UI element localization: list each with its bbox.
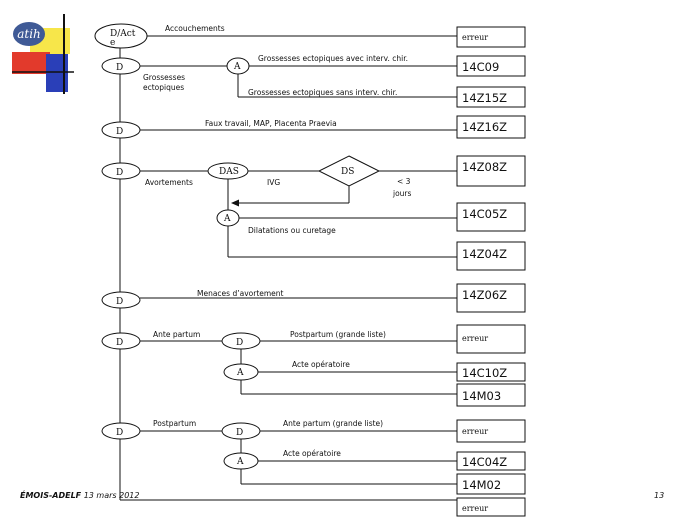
label-ge-avec: Grossesses ectopiques avec interv. chir. xyxy=(258,54,408,63)
label-acte-op-2: Acte opératoire xyxy=(283,449,341,458)
code-erreur-2: erreur xyxy=(462,334,488,343)
box-14c10z xyxy=(456,362,526,382)
box-14c04z xyxy=(456,451,526,471)
code-14c10z: 14C10Z xyxy=(462,366,507,380)
code-14c05z: 14C05Z xyxy=(462,207,507,221)
code-14m02: 14M02 xyxy=(462,478,501,492)
node-d-menaces xyxy=(101,291,141,309)
code-14c04z: 14C04Z xyxy=(462,455,507,469)
label-acte-op-1: Acte opératoire xyxy=(292,360,350,369)
label-avortements: Avortements xyxy=(145,178,193,187)
node-das-label: DAS xyxy=(219,167,239,177)
box-14z08z xyxy=(456,155,526,187)
label-lt3-1: < 3 xyxy=(397,177,411,186)
code-erreur-1: erreur xyxy=(462,33,488,42)
footer-date: 13 mars 2012 xyxy=(83,491,140,500)
box-erreur-2 xyxy=(456,324,526,354)
code-14z08z: 14Z08Z xyxy=(462,160,507,174)
label-dilatations: Dilatations ou curetage xyxy=(248,226,336,235)
box-14z16z xyxy=(456,115,526,139)
label-grossesses-1: Grossesses xyxy=(143,73,185,82)
node-d-faux-travail-label: D xyxy=(116,127,123,137)
label-grossesses-2: ectopiques xyxy=(143,83,184,92)
node-a-postpartum-label: A xyxy=(236,457,244,467)
node-d-avortements-label: D xyxy=(116,168,123,178)
box-14m03 xyxy=(456,383,526,407)
node-d-acte-label-2: e xyxy=(110,38,115,48)
node-ds-label: DS xyxy=(341,167,354,177)
label-ante-partum: Ante partum xyxy=(153,330,200,339)
code-erreur-4: erreur xyxy=(462,504,488,513)
box-14c05z xyxy=(456,202,526,232)
node-d-acte xyxy=(94,23,148,49)
node-d-ectopiques-label: D xyxy=(116,63,123,73)
node-d-ante-partum-label: D xyxy=(116,338,123,348)
node-a-avortements-label: A xyxy=(223,214,231,224)
footer-title: ÉMOIS-ADELF xyxy=(20,491,82,500)
code-14c09: 14C09 xyxy=(462,60,499,74)
box-14z15z xyxy=(456,86,526,108)
footer-left: ÉMOIS-ADELF 13 mars 2012 xyxy=(20,491,139,500)
arrow-head xyxy=(231,199,239,207)
box-erreur-4 xyxy=(456,497,526,517)
label-faux-travail: Faux travail, MAP, Placenta Praevia xyxy=(205,119,337,128)
code-erreur-3: erreur xyxy=(462,427,488,436)
logo-red-block xyxy=(12,52,50,74)
node-d-postpartum-2-label: D xyxy=(236,428,243,438)
code-14z15z: 14Z15Z xyxy=(462,91,507,105)
logo-oval xyxy=(13,22,45,46)
label-ante-partum-grande: Ante partum (grande liste) xyxy=(283,419,383,428)
node-a-ante-partum-label: A xyxy=(236,368,244,378)
code-14z06z: 14Z06Z xyxy=(462,288,507,302)
node-d-menaces-label: D xyxy=(116,297,123,307)
box-erreur-1 xyxy=(456,26,526,48)
node-a-ectopiques-label: A xyxy=(233,62,241,72)
label-lt3-2: jours xyxy=(392,189,412,198)
node-d-ante-partum-2-label: D xyxy=(236,338,243,348)
logo-blue-block xyxy=(46,54,68,92)
box-14z04z xyxy=(456,241,526,271)
atih-logo: atih xyxy=(12,14,74,94)
logo-text: atih xyxy=(17,27,41,41)
node-d-postpartum-label: D xyxy=(116,428,123,438)
box-14c09 xyxy=(456,55,526,77)
code-14z16z: 14Z16Z xyxy=(462,120,507,134)
box-erreur-3 xyxy=(456,419,526,443)
label-menaces: Menaces d’avortement xyxy=(197,289,284,298)
label-postpartum-grande: Postpartum (grande liste) xyxy=(290,330,386,339)
page-number: 13 xyxy=(654,491,665,500)
label-postpartum: Postpartum xyxy=(153,419,196,428)
label-ivg: IVG xyxy=(267,178,280,187)
label-ge-sans: Grossesses ectopiques sans interv. chir. xyxy=(248,88,397,97)
label-accouchements: Accouchements xyxy=(165,24,225,33)
code-14z04z: 14Z04Z xyxy=(462,247,507,261)
box-14m02 xyxy=(456,473,526,495)
node-d-acte-label: D/Act xyxy=(110,29,136,39)
box-14z06z xyxy=(456,283,526,313)
code-14m03: 14M03 xyxy=(462,389,501,403)
